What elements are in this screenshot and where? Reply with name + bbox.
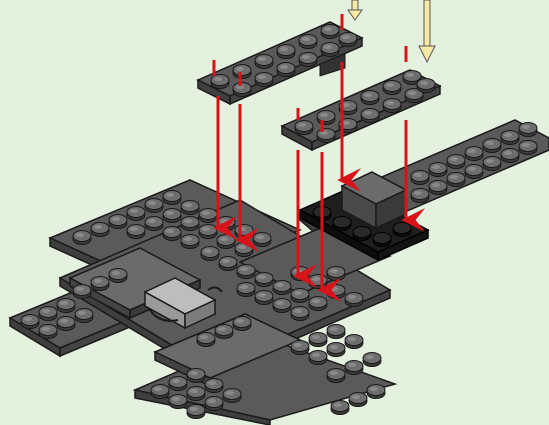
hinge-piece (143, 277, 223, 330)
upper-plate-left (196, 21, 364, 106)
pointer-arrow-icon (418, 0, 436, 64)
pointer-arrows (347, 0, 436, 64)
base-assembly (8, 119, 549, 425)
upper-plate-right (280, 69, 442, 152)
assembly-arrows (212, 14, 426, 302)
pointer-arrow-icon (347, 0, 363, 21)
